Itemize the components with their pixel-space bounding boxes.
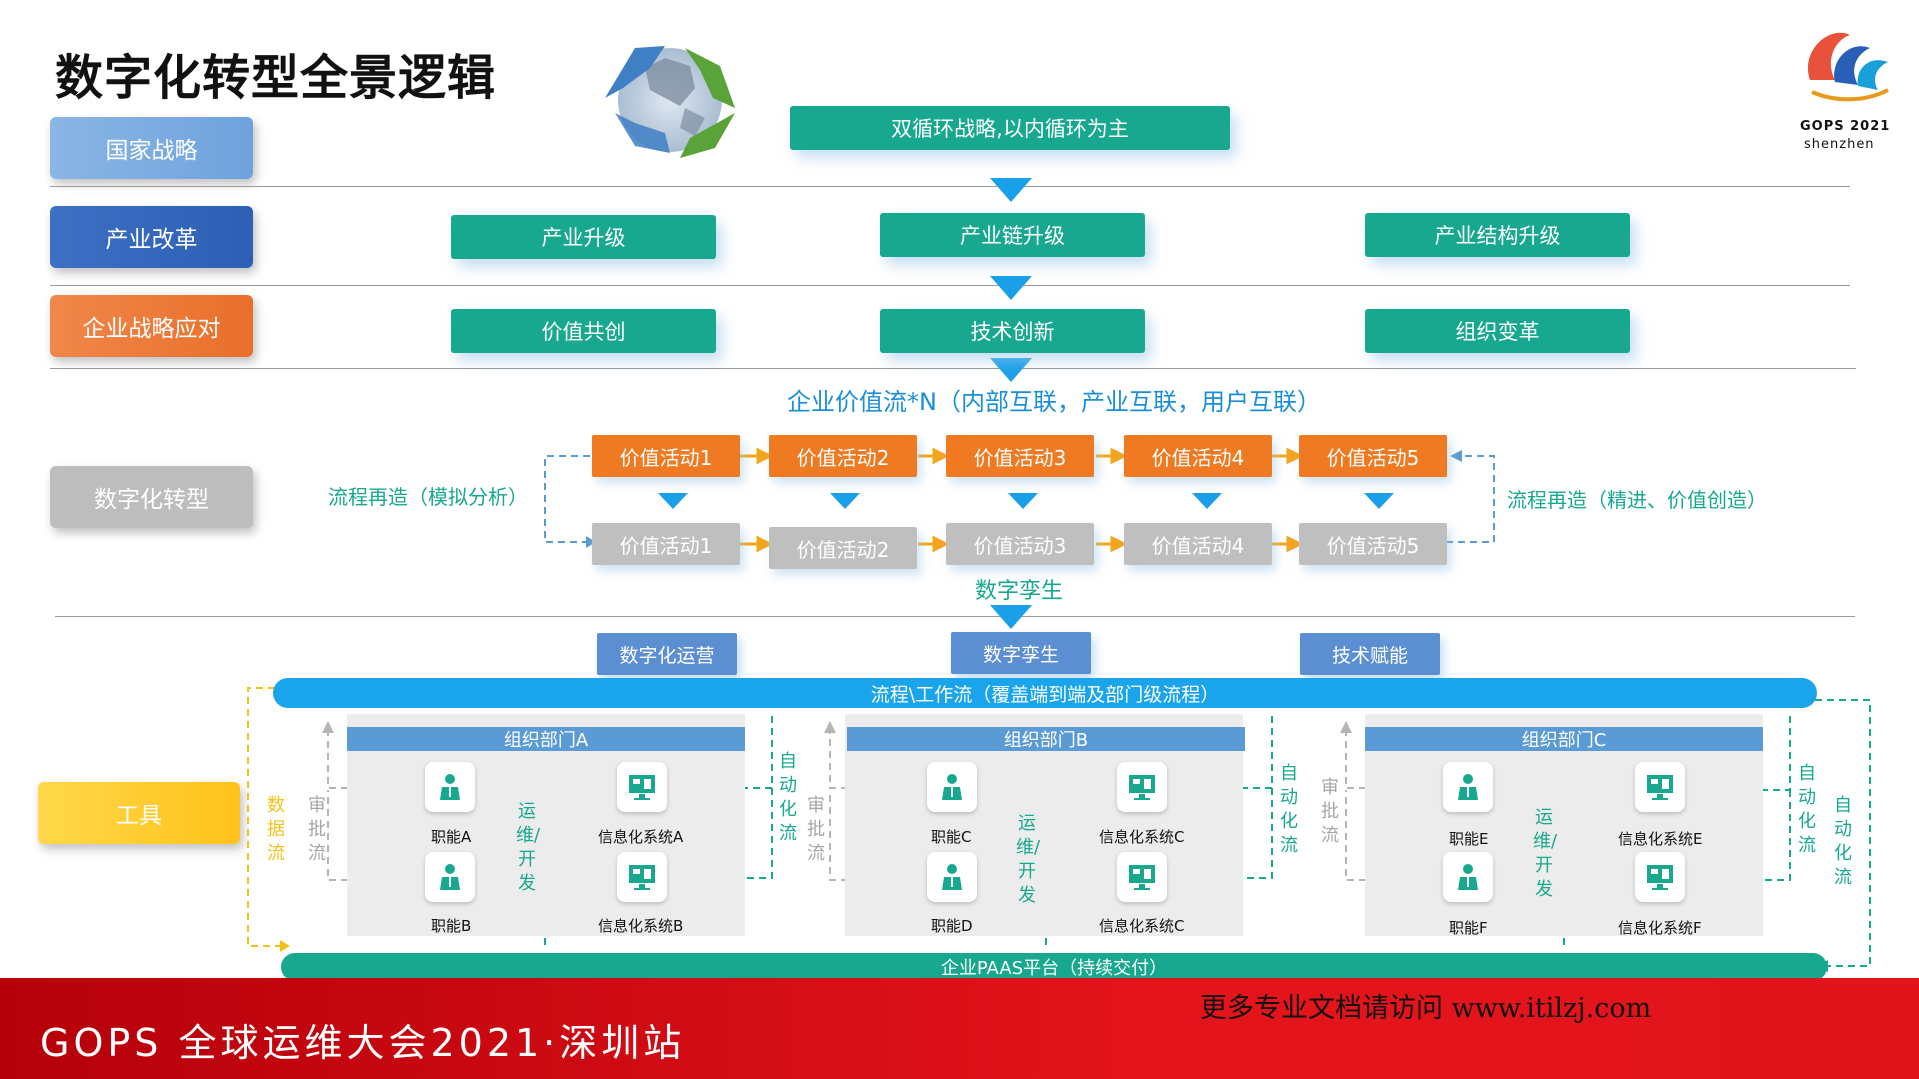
person-icon: [927, 852, 977, 902]
auto-flow-label-c: 自动化流: [1798, 763, 1816, 856]
department-c: [1365, 714, 1763, 936]
function-label: 职能F: [1449, 919, 1488, 937]
page-title: 数字化转型全景逻辑: [55, 50, 497, 106]
left-process-label: 流程再造（模拟分析）: [328, 485, 528, 509]
separator-line: [50, 368, 1856, 369]
separator-line: [50, 285, 1850, 286]
recycle-globe-icon: [605, 46, 735, 158]
ops-dev-label-a: 运维/开发: [516, 801, 541, 894]
logo-text-year: GOPS 2021: [1800, 119, 1891, 134]
value-activity-3: 价值活动3: [946, 435, 1094, 477]
national-strategy-box: 双循环战略,以内循环为主: [790, 106, 1230, 150]
ops-dev-label-c: 运维/开发: [1533, 807, 1558, 900]
system-label: 信息化系统B: [598, 917, 684, 935]
monitor-icon: [1117, 852, 1167, 902]
value-activity-5: 价值活动5: [1299, 435, 1447, 477]
digital-activity-2: 价值活动2: [769, 527, 917, 569]
person-icon: [927, 762, 977, 812]
value-stream-title: 企业价值流*N（内部互联，产业互联，用户互联）: [787, 388, 1321, 416]
value-activity-4: 价值活动4: [1124, 435, 1272, 477]
enabler-digital-twin: 数字孪生: [951, 632, 1091, 674]
system-label: 信息化系统C: [1099, 917, 1185, 935]
function-label: 职能E: [1449, 830, 1489, 848]
function-label: 职能B: [431, 917, 472, 935]
function-label: 职能C: [931, 828, 972, 846]
industry-box-2: 产业链升级: [880, 213, 1145, 257]
enterprise-box-3: 组织变革: [1365, 309, 1630, 353]
approval-flow-label-c: 审批流: [1321, 777, 1339, 846]
footer-band: [0, 978, 1919, 1079]
person-icon: [1443, 852, 1493, 902]
digital-twin-label: 数字孪生: [975, 579, 1064, 604]
data-flow-label: 数据流: [267, 795, 285, 864]
category-industry-reform: 产业改革: [50, 206, 253, 268]
monitor-icon: [1117, 762, 1167, 812]
industry-box-1: 产业升级: [451, 215, 716, 259]
category-digital-transformation: 数字化转型: [50, 466, 253, 528]
url-text: 更多专业文档请访问 www.itilzj.com: [1200, 993, 1652, 1024]
person-icon: [425, 852, 475, 902]
system-label: 信息化系统E: [1618, 830, 1703, 848]
ops-dev-label-b: 运维/开发: [1016, 813, 1041, 906]
auto-flow-label-b: 自动化流: [1280, 763, 1298, 856]
monitor-icon: [1635, 852, 1685, 902]
digital-activity-1: 价值活动1: [592, 523, 740, 565]
category-enterprise-strategy: 企业战略应对: [50, 295, 253, 357]
approval-flow-label-b: 审批流: [807, 795, 825, 864]
digital-activity-5: 价值活动5: [1299, 523, 1447, 565]
footer-text: GOPS 全球运维大会2021·深圳站: [40, 1021, 686, 1065]
system-label: 信息化系统C: [1099, 828, 1185, 846]
gops-logo-icon: [1808, 32, 1889, 102]
person-icon: [1443, 762, 1493, 812]
system-label: 信息化系统F: [1618, 919, 1702, 937]
monitor-icon: [1635, 762, 1685, 812]
auto-flow-label-a: 自动化流: [779, 751, 797, 844]
workflow-bar: 流程\工作流（覆盖端到端及部门级流程）: [273, 678, 1817, 708]
system-label: 信息化系统A: [598, 828, 684, 846]
approval-flow-label-a: 审批流: [308, 795, 326, 864]
department-a: [347, 714, 745, 936]
value-activity-1: 价值活动1: [592, 435, 740, 477]
function-label: 职能A: [431, 828, 472, 846]
digital-activity-4: 价值活动4: [1124, 523, 1272, 565]
separator-line: [50, 186, 1850, 187]
enterprise-box-2: 技术创新: [880, 309, 1145, 353]
monitor-icon: [617, 852, 667, 902]
value-activity-2: 价值活动2: [769, 435, 917, 477]
enabler-digital-ops: 数字化运营: [597, 633, 737, 675]
enabler-tech: 技术赋能: [1300, 633, 1440, 675]
right-process-label: 流程再造（精进、价值创造）: [1507, 488, 1767, 512]
department-a-header: 组织部门A: [347, 727, 745, 751]
industry-box-3: 产业结构升级: [1365, 213, 1630, 257]
enterprise-box-1: 价值共创: [451, 309, 716, 353]
category-tools: 工具: [38, 782, 240, 844]
person-icon: [425, 762, 475, 812]
department-b-header: 组织部门B: [847, 727, 1245, 751]
separator-line: [55, 616, 1855, 617]
function-label: 职能D: [931, 917, 973, 935]
category-national-strategy: 国家战略: [50, 117, 253, 179]
monitor-icon: [617, 762, 667, 812]
department-c-header: 组织部门C: [1365, 727, 1763, 751]
paas-bar: 企业PAAS平台（持续交付）: [281, 953, 1827, 981]
digital-activity-3: 价值活动3: [946, 523, 1094, 565]
auto-flow-label-outer: 自动化流: [1834, 795, 1852, 888]
logo-text-city: shenzhen: [1804, 137, 1875, 152]
department-b: [845, 714, 1243, 936]
